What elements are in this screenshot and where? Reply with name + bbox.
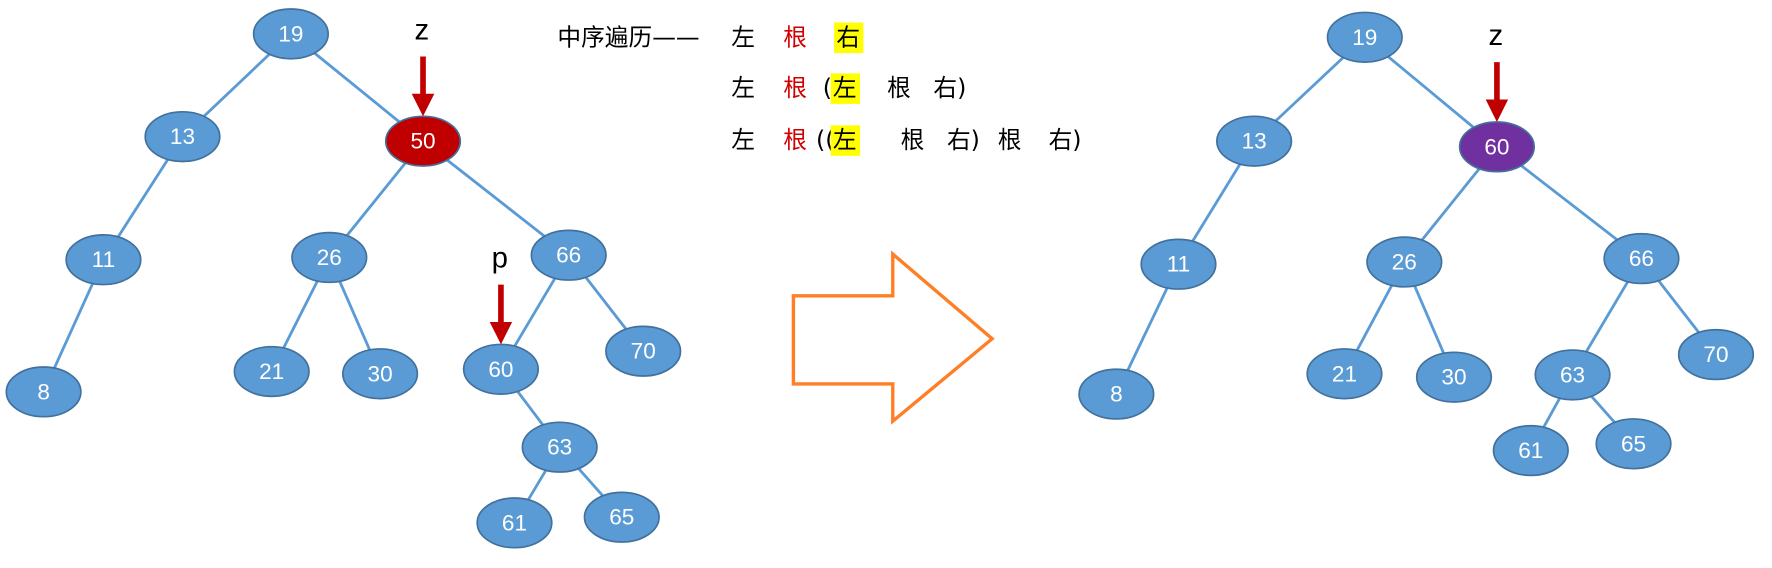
traversal-token: 右 [836, 23, 860, 51]
node-value: 19 [1352, 25, 1377, 50]
node-value: 8 [1110, 382, 1123, 407]
pointer-label-z: z [415, 14, 430, 47]
tree-node [476, 497, 553, 549]
tree-node [1140, 238, 1217, 290]
node-value: 11 [92, 247, 115, 272]
traversal-token: (( [816, 126, 835, 154]
traversal-token: 左 [833, 126, 857, 154]
pointer-label-p: p [492, 242, 508, 275]
node-value: 60 [488, 357, 513, 382]
tree-node [583, 491, 660, 543]
tree-node [1415, 351, 1493, 403]
tree-node [341, 348, 419, 400]
node-value: 26 [317, 245, 342, 270]
node-value: 21 [259, 359, 284, 384]
node-value: 63 [1560, 362, 1585, 387]
after-tree: 19 13 60 11 26 66 8 21 30 63 70 61 65 z [1078, 11, 1755, 477]
tree-node [1366, 236, 1443, 288]
traversal-token: 根 [783, 23, 807, 51]
node-value: 21 [1332, 361, 1357, 386]
traversal-token: 右) [1049, 126, 1082, 154]
traversal-token: 根 [901, 126, 925, 154]
tree-node [65, 234, 142, 286]
tree-node [1306, 348, 1383, 400]
traversal-token: 左 [731, 23, 755, 51]
tree-node [521, 421, 598, 473]
tree-node [291, 231, 368, 284]
node-value: 13 [1242, 129, 1267, 154]
tree-node [1216, 115, 1293, 167]
tree-node [1492, 424, 1569, 477]
node-value: 11 [1167, 252, 1190, 277]
node-value: 65 [609, 505, 634, 530]
node-value: 30 [368, 361, 393, 386]
inorder-traversal-text: 中序遍历——左根右左根(左根右)左根((左根右)根右) [557, 22, 1082, 156]
tree-node [1595, 418, 1672, 470]
tree-node [1078, 368, 1155, 420]
tree-node [1603, 232, 1680, 285]
traversal-token: 左 [833, 74, 857, 102]
traversal-token: 左 [731, 74, 755, 102]
tree-node [384, 115, 462, 167]
highlight-mark [830, 125, 861, 156]
pointer-label-z: z [1488, 19, 1503, 52]
node-value: 66 [1629, 246, 1654, 271]
node-value: 60 [1484, 134, 1509, 159]
tree-node [462, 343, 540, 395]
tree-node [5, 366, 82, 418]
tree-node [1534, 349, 1611, 401]
node-value: 63 [547, 435, 572, 460]
tree-node [605, 325, 682, 377]
node-value: 70 [1703, 342, 1728, 367]
traversal-token: 根 [887, 74, 911, 102]
traversal-token: 根 [783, 74, 807, 102]
node-value: 61 [502, 510, 527, 535]
node-value: 26 [1392, 249, 1417, 274]
tree-node [1458, 121, 1536, 173]
node-value: 66 [556, 243, 581, 268]
node-value: 61 [1518, 438, 1543, 463]
before-tree: 19 13 50 11 26 66 8 21 30 60 70 63 61 65 z p [5, 8, 682, 549]
node-value: 50 [410, 129, 435, 154]
node-value: 19 [278, 21, 303, 46]
node-value: 65 [1621, 431, 1646, 456]
tree-node [1677, 328, 1755, 381]
node-value: 13 [170, 124, 195, 149]
tree-node [144, 110, 221, 163]
traversal-token: 左 [731, 126, 755, 154]
highlight-mark [834, 22, 864, 54]
traversal-token: 右) [947, 126, 980, 154]
traversal-token: ( [823, 74, 832, 102]
highlight-mark [830, 73, 861, 104]
traversal-token: 根 [998, 126, 1022, 154]
node-value: 70 [631, 339, 656, 364]
traversal-token: 根 [783, 126, 807, 154]
node-value: 30 [1441, 365, 1466, 390]
transform-arrow-icon [791, 250, 995, 425]
traversal-token: 右) [933, 74, 966, 102]
traversal-title: 中序遍历—— [557, 23, 699, 51]
tree-node [252, 8, 330, 60]
node-value: 8 [37, 379, 50, 404]
tree-node [233, 345, 310, 398]
tree-node [530, 229, 607, 281]
tree-node [1326, 11, 1403, 63]
